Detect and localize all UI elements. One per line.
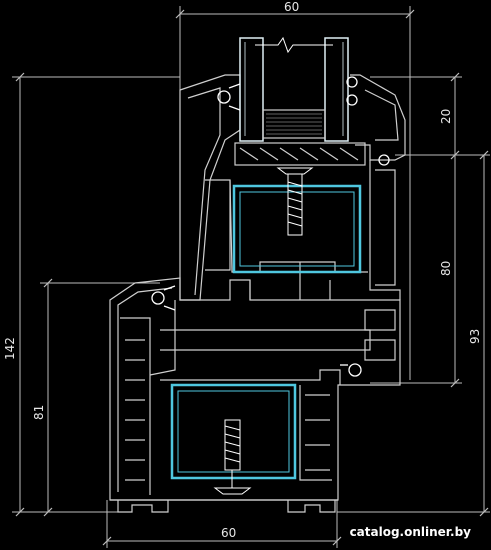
watermark-text: catalog.onliner.by xyxy=(349,525,471,539)
dim-left-lower-height: 81 xyxy=(32,405,46,420)
dim-right-sash-height: 80 xyxy=(439,261,453,276)
sash-screw xyxy=(276,167,314,236)
frame-profile xyxy=(109,277,401,513)
glass-unit xyxy=(239,36,349,142)
sash-profile xyxy=(179,74,406,301)
sash-steel-reinforcement xyxy=(232,184,362,274)
dim-top-width: 60 xyxy=(284,0,299,14)
dimension-lines xyxy=(12,6,490,548)
dim-bottom-width: 60 xyxy=(221,526,236,540)
dim-right-total-height: 93 xyxy=(468,329,482,344)
frame-steel-reinforcement xyxy=(170,383,297,480)
frame-screw xyxy=(213,419,252,495)
dim-right-glass-rebate: 20 xyxy=(439,109,453,124)
dim-left-total-height: 142 xyxy=(3,337,17,360)
glazing-block xyxy=(234,142,366,166)
gaskets xyxy=(151,76,390,377)
dimension-ticks xyxy=(15,9,489,546)
